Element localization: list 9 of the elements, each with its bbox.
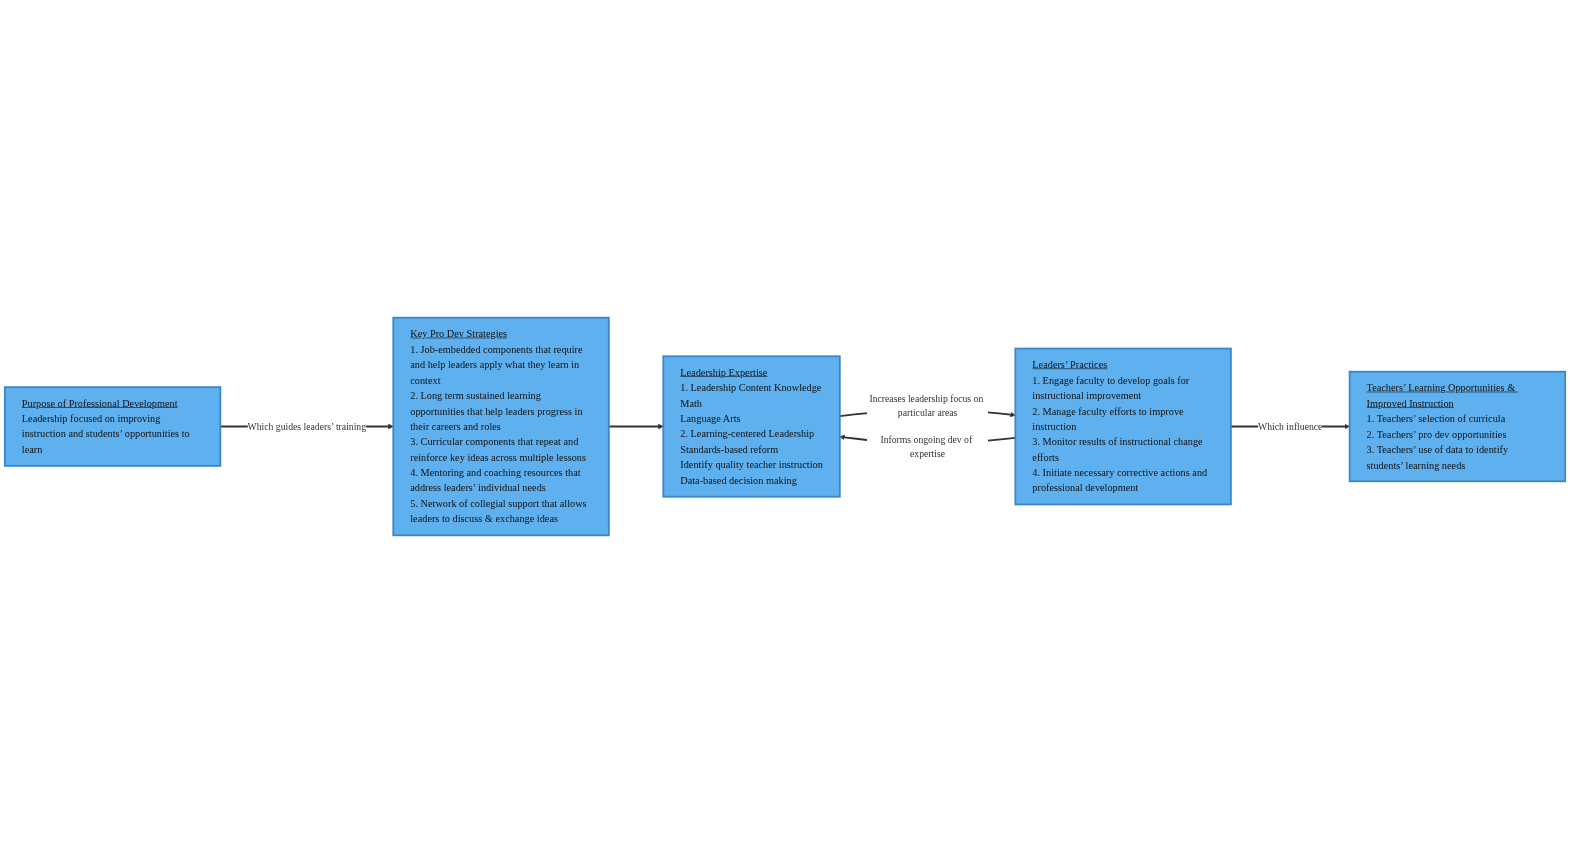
- node-box: Teachers’ Learning Opportunities & Improved Instruction 1. Teachers’ selection of curricula 2. Teachers’ pro dev opportunities 3. Teachers’ use of data to identify students’ learning needs: [1348, 370, 1567, 483]
- edge-label: Increases leadership focus on particular areas: [869, 393, 984, 419]
- node-box: Purpose of Professional Development Leadership focused on improving instruction and students’ opportunities to learn: [3, 386, 222, 467]
- edge-label: Which influence: [1258, 421, 1323, 432]
- node-box: Leadership Expertise 1. Leadership Content Knowledge Math Language Arts 2. Learning-centered Leadership Standards-based reform Identify quality teacher instruction Data-based decision making: [662, 355, 841, 498]
- node-box: Leaders’ Practices 1. Engage faculty to develop goals for instructional improvement 2. Manage faculty efforts to improve instruction 3. Monitor results of instructional change efforts 4. Initiate necessary corrective actions and professional development: [1014, 347, 1232, 506]
- edge-label: Informs ongoing dev of expertise: [880, 434, 973, 460]
- node-box: Key Pro Dev Strategies 1. Job-embedded components that require and help leaders apply what they learn in context 2. Long term sustained learning opportunities that help leaders progress in their careers and roles 3. Curricular components that repeat and reinforce key ideas across multiple lessons 4. Mentoring and coaching resources that address leaders’ individual needs 5. Network of collegial support that allows leaders to discuss & exchange ideas: [392, 316, 610, 537]
- edge-label: Which guides leaders’ training: [247, 421, 367, 432]
